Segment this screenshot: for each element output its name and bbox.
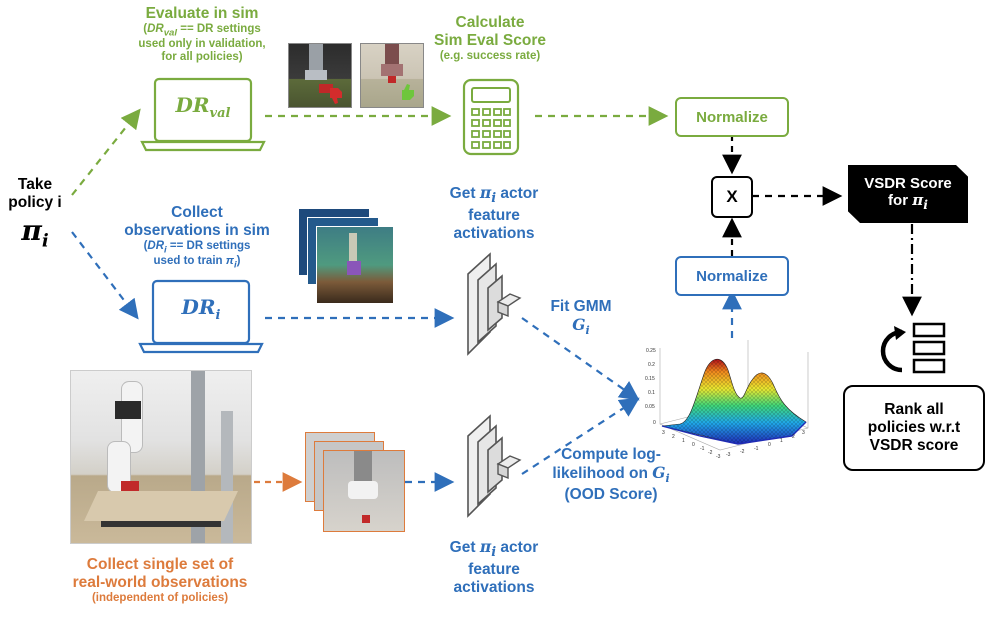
rank-line3: VSDR score: [869, 436, 959, 454]
rank-policies-box: Rank all policies w.r.t VSDR score: [843, 385, 985, 471]
dr-val-label: DRval: [175, 93, 231, 121]
plot-z-tick: 0.1: [648, 390, 655, 396]
policy-label: Take policy i πi: [2, 176, 68, 252]
eval-sim-title: Evaluate in sim (DRval == DR settings us…: [102, 5, 302, 65]
calc-score-title: Calculate Sim Eval Score (e.g. success r…: [415, 14, 565, 63]
fit-gmm-label: Fit GMM Gi: [538, 298, 624, 338]
fit-gmm-line1: Fit GMM: [550, 298, 612, 315]
plot-x-tick: -2: [708, 450, 713, 456]
feature-layers-top-icon: [467, 252, 522, 356]
normalize-ood-score-box: Normalize: [675, 256, 789, 296]
real-observation-stack: [305, 432, 405, 532]
rank-line1: Rank all: [884, 401, 944, 419]
plot-z-tick: 0.25: [646, 348, 656, 354]
thumbs-down-icon: [330, 88, 342, 104]
features-bottom-line1: Get πi actor: [449, 537, 539, 561]
real-line1: Collect single set of: [86, 556, 234, 573]
features-bottom-line2: feature: [468, 560, 520, 578]
collect-sim-line1: Collect: [171, 204, 223, 221]
arrow-policy-to-eval: [71, 108, 141, 196]
features-top-line1: Get πi actor: [449, 183, 539, 207]
plot-z-ticks: 0.25 0.2 0.15 0.1 0.05 0: [645, 348, 656, 426]
gmm-surface-plot: 0.25 0.2 0.15 0.1 0.05 0 3 2 1 0 -1 -2 -…: [645, 340, 809, 460]
plot-z-tick: 0: [653, 420, 656, 426]
eval-sim-note: (DRval == DR settings: [143, 22, 261, 39]
loglik-line2: likelihood on Gi: [552, 462, 670, 485]
real-robot-photo: [70, 370, 252, 544]
loglik-line3: (OOD Score): [564, 485, 658, 503]
real-world-title: Collect single set of real-world observa…: [60, 556, 260, 605]
policy-line1: Take: [17, 176, 53, 193]
plot-x-tick: -3: [716, 454, 721, 460]
eval-sim-note3: for all policies): [161, 51, 243, 64]
plot-y-ticks: -3 -2 -1 0 1 2 3: [726, 430, 805, 458]
multiply-node: X: [711, 176, 753, 218]
features-top-title: Get πi actor feature activations: [426, 184, 562, 243]
plot-y-tick: -3: [726, 452, 731, 458]
sim-observation-stack: [298, 208, 408, 308]
plot-x-tick: 3: [662, 430, 665, 436]
laptop-dr-val-icon: [140, 77, 266, 152]
sim-eval-screenshot-fail: [288, 43, 352, 108]
collect-sim-title: Collect observations in sim (DRi == DR s…: [96, 204, 298, 270]
policy-line2: policy i: [8, 193, 62, 211]
feature-layers-bottom-icon: [467, 414, 522, 518]
plot-y-tick: 2: [792, 434, 795, 440]
calc-score-note: (e.g. success rate): [439, 49, 541, 62]
collect-sim-line2: observations in sim: [124, 221, 270, 239]
fit-gmm-var: Gi: [572, 314, 590, 337]
sim-eval-screenshot-success: [360, 43, 424, 108]
policy-symbol: πi: [21, 213, 49, 252]
collect-sim-note2: used to train πi): [153, 254, 241, 271]
vsdr-line2: for πi: [888, 191, 928, 213]
features-top-line3: activations: [453, 224, 535, 242]
loglik-label: Compute log- likelihood on Gi (OOD Score…: [548, 446, 674, 503]
normalize-sim-score-box: Normalize: [675, 97, 789, 137]
real-line2: real-world observations: [72, 573, 248, 591]
plot-z-tick: 0.05: [645, 404, 655, 410]
laptop-dr-i-icon: [138, 279, 264, 354]
loglik-line1: Compute log-: [561, 446, 661, 463]
features-top-line2: feature: [468, 206, 520, 224]
ranking-icon: [880, 322, 946, 374]
plot-x-tick: 2: [672, 434, 675, 440]
calc-score-line2: Sim Eval Score: [433, 31, 546, 49]
features-bottom-line3: activations: [453, 578, 535, 596]
eval-sim-heading: Evaluate in sim: [145, 5, 259, 22]
eval-sim-note2: used only in validation,: [138, 38, 266, 51]
sim-frame-1: [316, 226, 394, 304]
vsdr-score-box: VSDR Score for πi: [848, 165, 968, 223]
vsdr-line1: VSDR Score: [864, 175, 952, 193]
plot-z-tick: 0.2: [648, 362, 655, 368]
arrow-features2-to-gmm: [521, 397, 640, 475]
plot-z-tick: 0.15: [645, 376, 655, 382]
plot-x-tick: 1: [682, 438, 685, 444]
dr-i-label: DRi: [181, 295, 221, 323]
plot-y-tick: 1: [780, 438, 783, 444]
features-bottom-title: Get πi actor feature activations: [426, 538, 562, 597]
real-note: (independent of policies): [91, 591, 229, 604]
arrow-policy-to-collect: [71, 231, 139, 320]
rank-line2: policies w.r.t: [867, 419, 961, 437]
plot-y-tick: 0: [768, 442, 771, 448]
plot-y-tick: 3: [802, 430, 805, 436]
plot-y-tick: -2: [740, 449, 745, 455]
calc-score-line1: Calculate: [455, 14, 525, 31]
plot-x-tick: -1: [700, 446, 705, 452]
plot-y-tick: -1: [754, 446, 759, 452]
arrow-features-to-gmm: [521, 317, 640, 401]
plot-x-ticks: 3 2 1 0 -1 -2 -3: [662, 430, 721, 460]
real-frame-1: [323, 450, 405, 532]
collect-sim-note: (DRi == DR settings: [143, 239, 251, 255]
calculator-icon: [462, 78, 520, 156]
thumbs-up-icon: [402, 84, 414, 100]
plot-x-tick: 0: [692, 442, 695, 448]
